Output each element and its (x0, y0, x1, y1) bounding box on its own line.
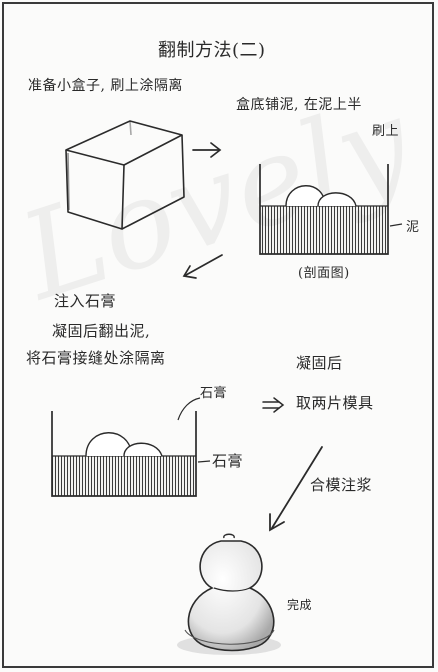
step-4-line-2: 将石膏接缝处涂隔离 (26, 349, 166, 367)
cross-section-clay-sketch (259, 164, 403, 255)
step-5-text: 凝固后 (296, 354, 343, 372)
implies-arrow-icon (262, 397, 285, 413)
label-cross-section: (剖面图) (298, 266, 350, 281)
sheet-border (2, 2, 434, 668)
step-5-sub: 取两片模具 (296, 394, 374, 412)
step-1-text: 准备小盒子, 刷上涂隔离 (28, 78, 183, 94)
label-clay: 泥 (406, 220, 420, 235)
arrow-right-icon (192, 142, 222, 158)
step-6-text: 合模注浆 (310, 476, 373, 494)
label-finished: 完成 (287, 598, 313, 612)
step-2-text-continued: 刷上 (372, 124, 400, 139)
step-4-line-1: 凝固后翻出泥, (52, 322, 151, 340)
title: 翻制方法(二) (158, 40, 266, 61)
arrow-down-left-long-icon (269, 446, 323, 532)
label-plaster-mid: 石膏 (212, 452, 244, 470)
step-3-text: 注入石膏 (54, 292, 117, 310)
arrow-down-left-icon (182, 254, 223, 279)
cross-section-plaster-sketch (51, 397, 211, 497)
step-2-text: 盒底铺泥, 在泥上半 (236, 97, 362, 113)
open-box-sketch (65, 120, 185, 230)
gourd-vase-sketch (177, 533, 281, 655)
label-plaster-top: 石膏 (200, 386, 228, 401)
